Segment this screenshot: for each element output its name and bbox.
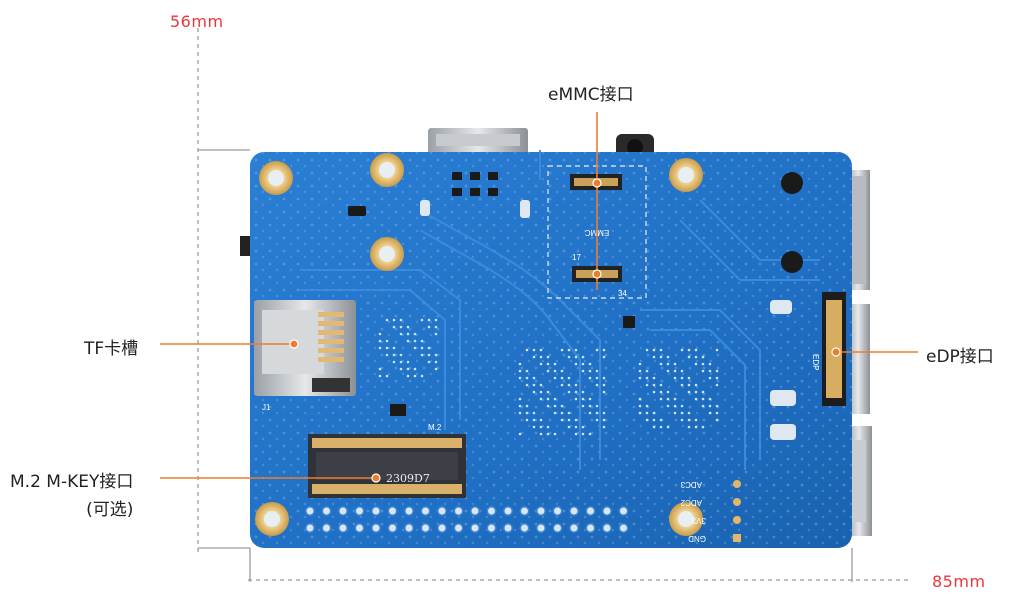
silk-emmc-34: 34 — [618, 289, 627, 298]
smd-components — [348, 172, 803, 416]
m2-callout-line2: (可选) — [86, 500, 134, 520]
mounting-holes — [255, 153, 703, 536]
callout-dots — [289, 178, 841, 483]
dimension-lines — [197, 28, 912, 581]
tf-slot-callout: TF卡槽 — [84, 339, 139, 359]
width-dimension: 56mm — [170, 12, 224, 31]
silk-emmc-17: 17 — [572, 253, 581, 262]
silk-tf: J1 — [262, 403, 271, 412]
m2-callout: M.2 M-KEY接口 (可选) — [10, 468, 133, 524]
tf-card-slot: J1 — [254, 300, 356, 412]
gpio-header — [305, 506, 629, 533]
dimension-ticks — [198, 149, 853, 582]
edp-callout: eDP接口 — [926, 347, 994, 367]
side-button — [240, 236, 252, 256]
pin-adc3: ADC3 — [680, 480, 702, 489]
m2-connector: 2309D7 M.2 — [308, 423, 466, 498]
silk-m2: M.2 — [428, 423, 442, 432]
m2-callout-line1: M.2 M-KEY接口 — [10, 472, 134, 492]
via-clusters — [378, 318, 719, 436]
pin-adc2: ADC2 — [680, 498, 702, 507]
callout-lines — [160, 112, 918, 479]
emmc-callout: eMMC接口 — [548, 85, 634, 105]
silk-edp: EDP — [811, 354, 820, 370]
length-dimension: 85mm — [932, 572, 986, 591]
top-connectors — [428, 128, 654, 160]
pin-gnd: GND — [688, 534, 706, 543]
pin-labels: ADC3 ADC2 3V3 GND — [680, 480, 741, 543]
m2-chip-text: 2309D7 — [386, 472, 430, 485]
white-components — [420, 200, 796, 440]
pin-3v3: 3V3 — [691, 516, 706, 525]
